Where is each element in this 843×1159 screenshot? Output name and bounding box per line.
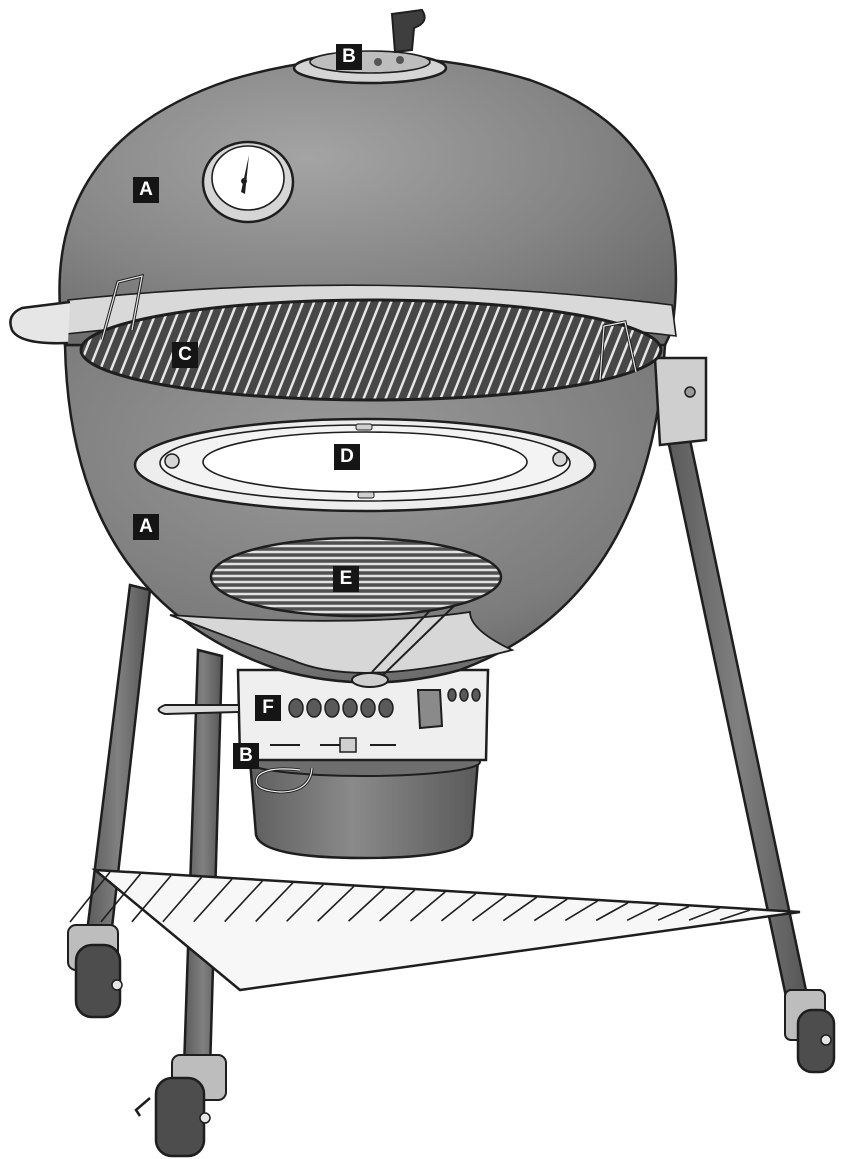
callout-bowl: A (133, 514, 159, 540)
bottom-shelf (70, 870, 800, 990)
vent-hole (361, 699, 375, 717)
rear-leg (668, 440, 834, 1072)
vent-hole (472, 689, 480, 701)
vent-hole (325, 699, 339, 717)
ash-catcher (248, 748, 480, 858)
vent-hole (460, 689, 468, 701)
callout-cooking-grate: C (172, 342, 198, 368)
callout-ash-sweep: F (255, 695, 281, 721)
callout-diffuser-plate: D (334, 444, 360, 470)
sweep-handle (159, 705, 239, 714)
diffuser-plate (135, 419, 595, 511)
vent-hole (343, 699, 357, 717)
callout-vent-top: B (336, 44, 362, 70)
left-leg (68, 585, 150, 1017)
vent-hole (448, 689, 456, 701)
vent-hole (379, 699, 393, 717)
callout-lid: A (133, 177, 159, 203)
vent-hole (307, 699, 321, 717)
top-vent (294, 10, 446, 83)
vent-hole (289, 699, 303, 717)
callout-charcoal-grate: E (333, 566, 359, 592)
lid-bracket (655, 358, 706, 445)
lid-handle (10, 302, 70, 343)
thermometer (203, 142, 293, 222)
callout-vent-bottom: B (233, 743, 259, 769)
